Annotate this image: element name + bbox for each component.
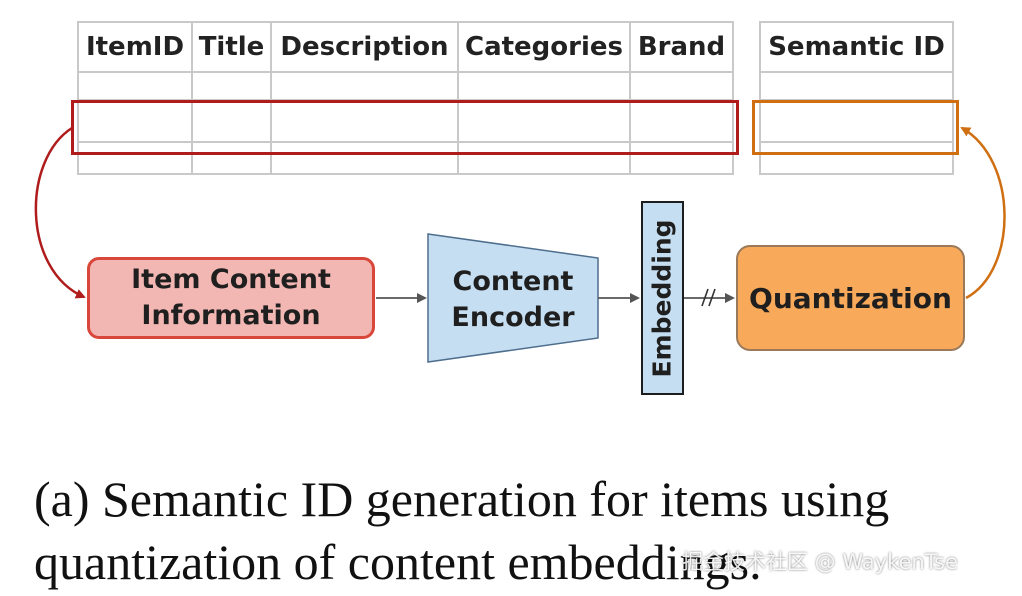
content-encoder-label: Content Encoder: [428, 250, 598, 350]
caption-line-1: (a) Semantic ID generation for items usi…: [34, 471, 890, 527]
header-itemid: ItemID: [77, 21, 193, 73]
caption-line-2: quantization of content embeddings.: [34, 534, 762, 590]
stop-gradient-mark: [701, 288, 709, 307]
semantic-id-header-row: Semantic ID: [759, 21, 954, 73]
quantization-label: Quantization: [749, 281, 952, 315]
table-row: [759, 141, 954, 175]
item-content-label-line1: Item Content: [131, 264, 331, 295]
highlighted-semantic-id-row: [752, 100, 959, 155]
header-title: Title: [191, 21, 272, 73]
stop-gradient-mark: [708, 288, 716, 307]
content-encoder-shape: [427, 233, 599, 363]
red-curve-arrow: [34, 126, 86, 299]
embedding-box: Embedding: [641, 201, 684, 395]
item-table-header-row: ItemID Title Description Categories Bran…: [77, 21, 734, 73]
header-brand: Brand: [629, 21, 734, 73]
item-table: ItemID Title Description Categories Bran…: [77, 21, 734, 175]
content-encoder-label-line1: Content: [452, 266, 574, 297]
quantization-box: Quantization: [736, 245, 965, 351]
orange-curve-arrow: [960, 126, 1006, 300]
highlighted-item-row: [71, 100, 739, 155]
header-description: Description: [270, 21, 459, 73]
item-content-label-line2: Information: [141, 300, 321, 331]
table-row: [77, 141, 734, 175]
item-content-information-box: Item Content Information: [87, 257, 375, 339]
header-semantic-id: Semantic ID: [759, 21, 954, 73]
table-row: [77, 71, 734, 101]
semantic-id-table: Semantic ID: [759, 21, 954, 175]
table-row: [77, 99, 734, 143]
table-row: [759, 71, 954, 101]
header-categories: Categories: [457, 21, 631, 73]
content-encoder-label-line2: Encoder: [451, 302, 575, 333]
watermark: 掘金技术社区 @ WaykenTse: [682, 550, 958, 574]
embedding-label: Embedding: [648, 218, 678, 378]
